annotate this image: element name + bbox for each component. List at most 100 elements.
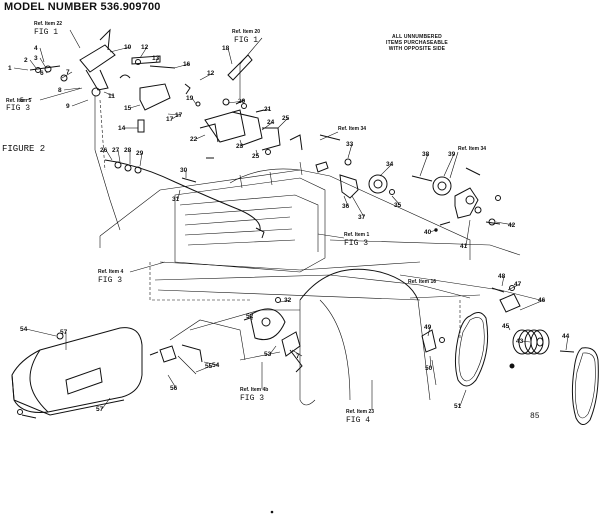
- part-number-label: 4: [34, 45, 38, 52]
- part-number-leader-line: [279, 299, 291, 303]
- part-number-label: 56: [170, 385, 178, 392]
- part-number-label: 57: [96, 406, 104, 413]
- part-number-label: 36: [342, 203, 350, 210]
- ref-callout: Ref. Item 4b: [240, 387, 268, 393]
- part-number-label: 55: [205, 363, 213, 370]
- part-number-label: 48: [498, 273, 506, 280]
- part-number-label: 38: [422, 151, 430, 158]
- ref-callout-fig: FIG 1: [34, 28, 58, 37]
- part-number-leader-line: [61, 71, 73, 79]
- ref-callout: Ref. Item 1: [344, 232, 370, 238]
- part-number-leader-line: [347, 143, 353, 159]
- part-number-label: 37: [358, 214, 366, 221]
- ref-callout: Ref. Item 20: [232, 29, 260, 35]
- part-number-label: 12: [141, 44, 149, 51]
- part-number-leader-line: [45, 71, 49, 74]
- part-number-leader-line: [429, 355, 432, 369]
- part-number-leader-line: [507, 325, 511, 331]
- part-number-label: 6: [40, 70, 44, 77]
- part-number-label: 52: [246, 313, 254, 320]
- part-number-label: 39: [448, 151, 456, 158]
- part-number-leader-line: [173, 63, 190, 69]
- part-number-label: 13: [152, 55, 160, 62]
- unnumbered-items-note: ALL UNNUMBERED ITEMS PURCHASEABLE WITH O…: [362, 34, 472, 52]
- part-number-leader-line: [39, 47, 45, 63]
- part-number-label: 53: [264, 351, 272, 358]
- part-number-leader-line: [419, 153, 429, 177]
- control-linkage-assembly: [29, 28, 191, 231]
- part-number-label: 29: [136, 150, 144, 157]
- reference-callouts: Ref. Item 22 FIG 1 Ref. Item 20 FIG 1 Re…: [6, 21, 486, 425]
- part-number-label: 28: [124, 147, 132, 154]
- part-number-label: 31: [172, 196, 180, 203]
- part-number-leader-line: [465, 219, 471, 247]
- part-number-leader-line: [117, 149, 121, 163]
- part-number-label: 9: [66, 103, 70, 110]
- part-number-leader-line: [191, 97, 197, 105]
- part-number-leader-line: [71, 99, 89, 107]
- part-number-label: 24: [267, 119, 275, 126]
- part-number-leader-line: [155, 57, 159, 63]
- part-number-leader-line: [167, 374, 177, 389]
- part-number-label: 26: [100, 147, 108, 154]
- part-number-leader-line: [521, 340, 531, 343]
- note-line: ALL UNNUMBERED: [392, 34, 442, 40]
- part-number-leader-line: [25, 328, 57, 337]
- ref-callout: Ref. Item 23: [346, 409, 374, 415]
- part-number-leader-line: [379, 163, 393, 177]
- part-number-label: 27: [112, 147, 120, 154]
- part-number-leader-line: [343, 195, 349, 207]
- part-number-label: 5: [20, 97, 24, 104]
- part-number-label: 11: [108, 93, 115, 100]
- part-number-label: 54: [20, 326, 28, 333]
- part-number-leader-line: [507, 283, 521, 291]
- ref-callout-fig: FIG 3: [240, 394, 264, 403]
- part-number-leader-line: [203, 361, 219, 366]
- part-number-label: 51: [454, 403, 462, 410]
- part-number-label: 33: [346, 141, 354, 148]
- part-number-label: 7: [296, 353, 300, 360]
- control-cable: [104, 159, 265, 239]
- ref-callout: Ref. Item 34: [338, 126, 366, 132]
- note-line: WITH OPPOSITE SIDE: [388, 46, 446, 52]
- part-number-label: 8: [58, 87, 62, 94]
- part-number-leaders: [13, 46, 569, 410]
- part-number-leader-line: [501, 275, 505, 287]
- figure-label: FIGURE 2: [2, 144, 46, 154]
- part-number-leader-line: [443, 153, 455, 177]
- model-number-title: MODEL NUMBER 536.909700: [4, 1, 161, 13]
- part-number-label: 22: [190, 136, 198, 143]
- note-line: ITEMS PURCHASEABLE: [386, 40, 448, 46]
- part-number-leader-line: [565, 335, 569, 351]
- part-number-leader-line: [195, 134, 206, 140]
- part-number-leader-line: [519, 299, 545, 311]
- part-number-label: 40: [424, 229, 432, 236]
- part-number-label: 2: [24, 57, 28, 64]
- part-number-label: 1: [8, 65, 12, 72]
- part-number-label: 43: [516, 338, 524, 345]
- part-number-leader-line: [269, 345, 277, 355]
- part-number-leader-line: [109, 46, 131, 53]
- part-number-label: 7: [66, 69, 70, 76]
- part-number-leader-line: [199, 72, 214, 81]
- part-number-leader-line: [227, 100, 245, 104]
- part-number-label: 15: [124, 105, 132, 112]
- part-number-leader-line: [103, 91, 115, 97]
- part-number-label: 54: [212, 362, 220, 369]
- part-number-leader-line: [255, 108, 271, 113]
- part-number-label: 34: [386, 161, 394, 168]
- part-number-leader-line: [25, 97, 33, 101]
- part-number-label: 14: [118, 125, 126, 132]
- part-number-label: 41: [460, 243, 468, 250]
- part-number-label: 17: [175, 112, 183, 119]
- part-number-label: 25: [252, 153, 260, 160]
- part-number-leader-line: [13, 67, 29, 71]
- part-number-label: 19: [186, 95, 194, 102]
- part-number-leader-line: [291, 349, 303, 357]
- part-number-leader-line: [391, 195, 401, 206]
- idler-pulley-group: [315, 134, 501, 232]
- ref-callout: Ref. Item 5: [6, 98, 32, 104]
